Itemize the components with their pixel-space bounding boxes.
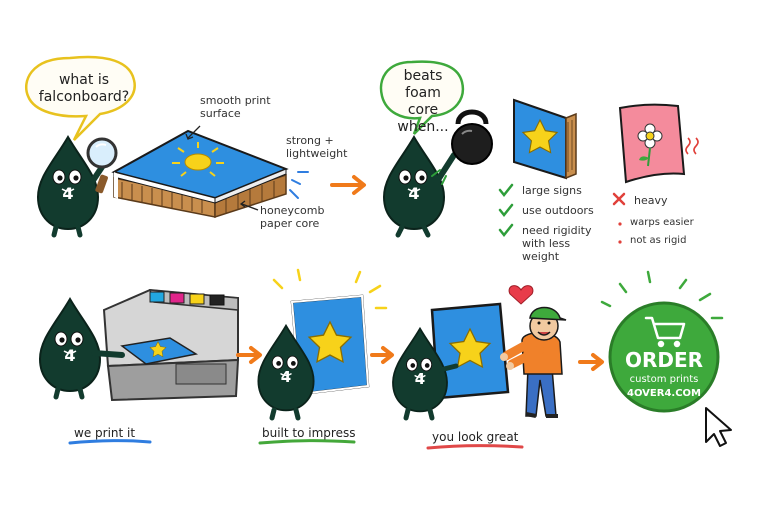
order-site: 4OVER4.COM	[626, 388, 701, 399]
mascot-kettlebell	[383, 136, 457, 238]
badge-5: 4	[414, 370, 426, 388]
compare-bubble	[379, 60, 465, 135]
question-bubble	[25, 55, 136, 141]
heart-icon	[508, 285, 534, 305]
cursor-icon	[705, 407, 732, 447]
underline-built	[258, 439, 356, 445]
checkmarks	[498, 183, 514, 238]
underline-great	[426, 444, 524, 450]
order-title: ORDER	[624, 348, 704, 372]
pro-3: need rigidity with less weight	[522, 224, 592, 263]
compare-text: beats foam core when...	[397, 68, 449, 135]
cross-mark	[612, 192, 626, 206]
pro-1: large signs	[522, 184, 582, 197]
badge-2: 4	[408, 184, 420, 203]
question-text: what is falconboard?	[38, 72, 130, 105]
cart-icon	[644, 316, 686, 348]
spring-lines	[431, 169, 447, 185]
arrow-2	[236, 346, 262, 364]
pro-2: use outdoors	[522, 204, 594, 217]
order-rays	[600, 270, 724, 320]
arrow-1	[330, 175, 366, 195]
arrow-4	[578, 353, 604, 371]
impress-rays	[272, 268, 388, 310]
arrow-3	[370, 346, 394, 364]
mascot-great	[392, 327, 459, 421]
con-title: heavy	[634, 194, 668, 207]
pointer-surface	[187, 125, 201, 139]
underline-print	[68, 439, 152, 445]
caption-print: we print it	[74, 426, 136, 440]
order-button[interactable]: ORDER custom prints 4OVER4.COM	[612, 306, 716, 408]
caption-great: you look great	[432, 430, 519, 444]
con-1: warps easier	[630, 217, 694, 228]
mascot-impress	[257, 324, 315, 421]
board-cross-section	[111, 129, 289, 219]
badge-4: 4	[280, 368, 292, 386]
mascot-printer	[39, 298, 125, 400]
label-core: honeycomb paper core	[260, 204, 325, 230]
customer	[500, 306, 567, 418]
badge-1: 4	[62, 184, 74, 203]
caption-built: built to impress	[262, 426, 356, 440]
label-strong: strong + lightweight	[286, 134, 348, 160]
label-surface: smooth print surface	[200, 94, 271, 120]
pointer-core	[241, 203, 259, 211]
badge-3: 4	[64, 346, 76, 365]
kettlebell	[451, 109, 493, 165]
foamcore-panel	[618, 103, 699, 184]
falconboard-panel	[513, 98, 577, 180]
strong-sparks	[289, 171, 309, 199]
order-subtitle: custom prints	[629, 374, 699, 385]
order-circle	[608, 301, 720, 413]
con-2: not as rigid	[630, 235, 687, 246]
mascot-magnifier	[37, 136, 118, 238]
printer	[102, 288, 240, 402]
